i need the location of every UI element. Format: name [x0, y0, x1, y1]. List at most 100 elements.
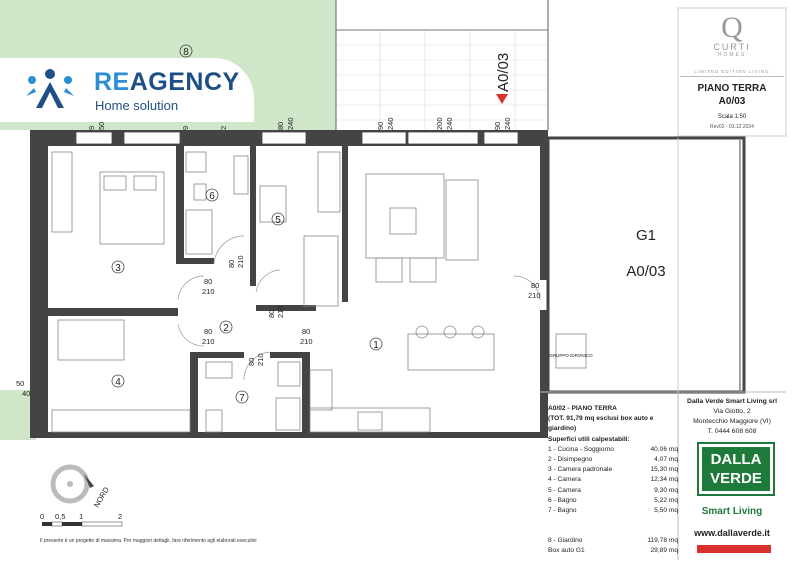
legend-room: 8 - Giardino — [548, 537, 583, 545]
dim-door: 210 — [300, 337, 313, 346]
dim-top: 90 — [493, 122, 502, 130]
scale-tick: 0 — [40, 512, 44, 521]
dim-door: 210 — [202, 287, 215, 296]
unit-arrow-label: A0/03 — [495, 53, 512, 92]
scale-tick: 1 — [79, 512, 83, 521]
curti-name: CURTI — [713, 42, 751, 52]
dalla-verde-logo: DALLA VERDE — [697, 442, 775, 496]
dim-door: 80 — [227, 260, 236, 268]
dim-door: 80 — [204, 327, 212, 336]
dim-door: 210 — [276, 305, 285, 318]
door-swings — [177, 235, 541, 381]
compass-label: NORD — [92, 485, 111, 509]
dim-door: 210 — [236, 255, 245, 268]
legend-row: 8 - Giardino 119,78 mq — [548, 536, 678, 546]
title-revision: Rev02 - 03.12.2024 — [710, 124, 754, 130]
logo-line2: VERDE — [710, 470, 762, 487]
scale-tick: 0,5 — [55, 512, 65, 521]
room-3-label: 3 — [115, 263, 121, 274]
dim-left: 50 — [16, 379, 24, 388]
legend-room: 6 - Bagno — [548, 496, 577, 504]
curti-caption: LIMITED EDITION LIVING — [694, 69, 770, 74]
room-1-label: 1 — [373, 340, 379, 351]
room-6-label: 6 — [209, 191, 215, 202]
legend-area: 5,50 mq — [654, 507, 678, 515]
area-legend: A0/02 - PIANO TERRA (TOT. 91,79 mq esclu… — [548, 404, 678, 557]
legend-room: Box auto G1 — [548, 547, 585, 555]
disclaimer: Il presente è un progetto di massima. Pe… — [40, 538, 257, 544]
brand-suffix: AGENCY — [129, 68, 240, 96]
dim-door: 80 — [531, 281, 539, 290]
legend-row: 1 - Cucina - Soggiorno 40,06 mq — [548, 445, 678, 455]
title-block-frame — [677, 7, 787, 137]
compass-icon — [50, 464, 94, 504]
dim-top: 2 — [219, 126, 228, 130]
legend-area: 40,06 mq — [650, 445, 679, 453]
dim-top: 50 — [97, 122, 106, 130]
dim-door: 80 — [247, 358, 256, 366]
legend-area: 119,78 mq — [647, 537, 678, 545]
garage-name: G1 — [636, 227, 656, 244]
legend-room: 1 - Cucina - Soggiorno — [548, 445, 614, 453]
reagency-wordmark: REAGENCY — [94, 68, 240, 97]
dim-top: 9 — [87, 126, 96, 130]
legend-area: 9,30 mq — [654, 486, 678, 494]
legend-row: 7 - Bagno 5,50 mq — [548, 506, 678, 516]
unit-arrow-icon — [496, 94, 508, 104]
room-labels: 8 6 5 3 2 1 4 7 — [111, 44, 383, 404]
accent-bar — [697, 545, 771, 553]
dim-door: 210 — [528, 291, 541, 300]
company-phone: T. 0444 608 608 — [707, 428, 757, 435]
company-smart: Smart Living — [701, 506, 763, 517]
legend-room: 7 - Bagno — [548, 507, 577, 515]
room-2-label: 2 — [223, 323, 229, 334]
furniture — [51, 151, 587, 433]
dim-door: 80 — [302, 327, 310, 336]
garage-g1 — [546, 136, 746, 394]
reagency-tagline: Home solution — [95, 98, 179, 113]
door-dimensions: 80 210 80 210 80 210 80 210 80 210 80 21… — [202, 255, 541, 366]
title-scale: Scala 1:50 — [717, 114, 747, 120]
title-unit: A0/03 — [718, 96, 746, 107]
room-4-label: 4 — [115, 377, 121, 388]
logo-line1: DALLA — [710, 451, 762, 468]
company-website[interactable]: www.dallaverde.it — [694, 528, 770, 538]
brand-prefix: RE — [94, 68, 130, 96]
legend-title: A0/02 - PIANO TERRA — [548, 405, 617, 412]
curti-letter: Q — [721, 11, 743, 44]
terrace-paving — [336, 29, 548, 130]
legend-area: 4,07 mq — [654, 456, 678, 464]
scale-bar — [42, 521, 123, 527]
dim-door: 210 — [202, 337, 215, 346]
room-8-label: 8 — [183, 47, 189, 58]
curti-logo: Q CURTI HOMES — [700, 11, 764, 59]
reagency-logo: REAGENCY Home solution — [0, 58, 254, 122]
people-icon — [22, 68, 78, 110]
curti-sub: HOMES — [717, 52, 747, 58]
dim-door: 210 — [256, 353, 265, 366]
dim-left: 40 — [22, 389, 30, 398]
legend-row: 5 - Camera 9,30 mq — [548, 486, 678, 496]
room-5-label: 5 — [275, 215, 281, 226]
room-7-label: 7 — [239, 393, 245, 404]
dim-top: 240 — [386, 117, 395, 130]
legend-total: (TOT. 91,79 mq esclusi box auto e giardi… — [548, 415, 654, 433]
legend-room: 3 - Camera padronale — [548, 466, 613, 474]
legend-room: 5 - Camera — [548, 486, 581, 494]
scale-tick: 2 — [118, 512, 122, 521]
dim-top: 240 — [503, 117, 512, 130]
dim-top: 80 — [276, 122, 285, 130]
dim-top: 200 — [435, 117, 444, 130]
legend-room: 2 - Disimpegno — [548, 456, 593, 464]
legend-area: 12,34 mq — [650, 476, 679, 484]
dim-top: 240 — [445, 117, 454, 130]
legend-area: 15,30 mq — [650, 466, 679, 474]
garage-unit: A0/03 — [626, 263, 665, 280]
title-floor: PIANO TERRA — [697, 83, 767, 94]
top-dimensions: 9 50 9 2 80 240 90 240 200 240 90 240 — [87, 117, 512, 130]
legend-subtitle: Superfici utili calpestabili: — [548, 435, 630, 443]
company-name: Dalla Verde Smart Living srl — [687, 398, 777, 405]
